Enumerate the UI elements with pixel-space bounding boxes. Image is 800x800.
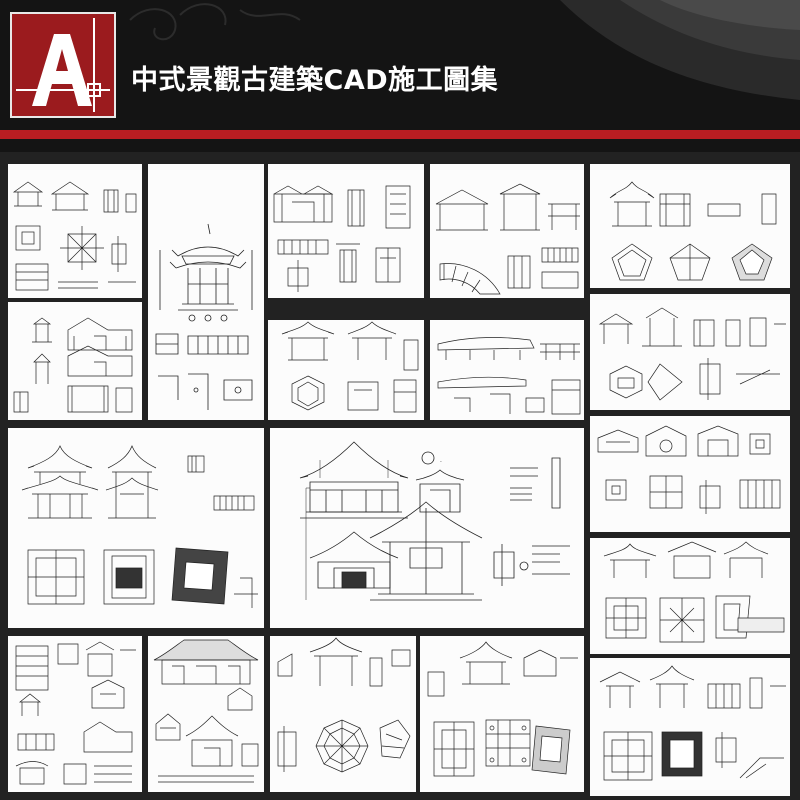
drawing-panel-hex-pavilion-set bbox=[268, 320, 424, 420]
drawing-panel-hex-pavilion-elevation bbox=[148, 164, 264, 420]
banner-title: 中式景觀古建築CAD施工圖集 bbox=[131, 65, 499, 96]
banner: 中式景觀古建築CAD施工圖集 bbox=[0, 0, 800, 152]
drawing-panel-pavilion-set bbox=[8, 164, 142, 298]
drawing-panel-pavilion-with-stair bbox=[590, 658, 790, 796]
drawing-panel-octagon-plan-set bbox=[270, 636, 416, 792]
drawing-panel-courtyard-set bbox=[8, 636, 142, 792]
drawing-panel-gate-elevations bbox=[268, 164, 424, 298]
drawing-panel-fan-pavilion bbox=[430, 164, 584, 298]
banner-background-swirl bbox=[129, 0, 800, 100]
logo bbox=[10, 12, 116, 118]
svg-text:.: . bbox=[440, 457, 442, 464]
red-stripe bbox=[0, 130, 800, 139]
drawing-panel-square-pavilion-set bbox=[590, 538, 790, 654]
drawing-panel-pavilion-side bbox=[590, 294, 790, 410]
drawing-panel-corridor bbox=[430, 320, 584, 420]
drawing-panel-hall-complex bbox=[148, 636, 264, 792]
drawing-panel-pentagon-pavilion bbox=[590, 164, 790, 288]
drawing-panel-double-eave-pavilion bbox=[8, 428, 264, 628]
drawing-panel-moon-gate-set bbox=[590, 416, 790, 532]
drawing-panel-gate-towers bbox=[8, 302, 142, 420]
drawing-panel-pavilion-plan-set bbox=[420, 636, 584, 792]
drawing-grid: . bbox=[0, 152, 800, 800]
logo-icon bbox=[16, 18, 110, 112]
drawing-panel-hall-elevation-section: . bbox=[270, 428, 584, 628]
